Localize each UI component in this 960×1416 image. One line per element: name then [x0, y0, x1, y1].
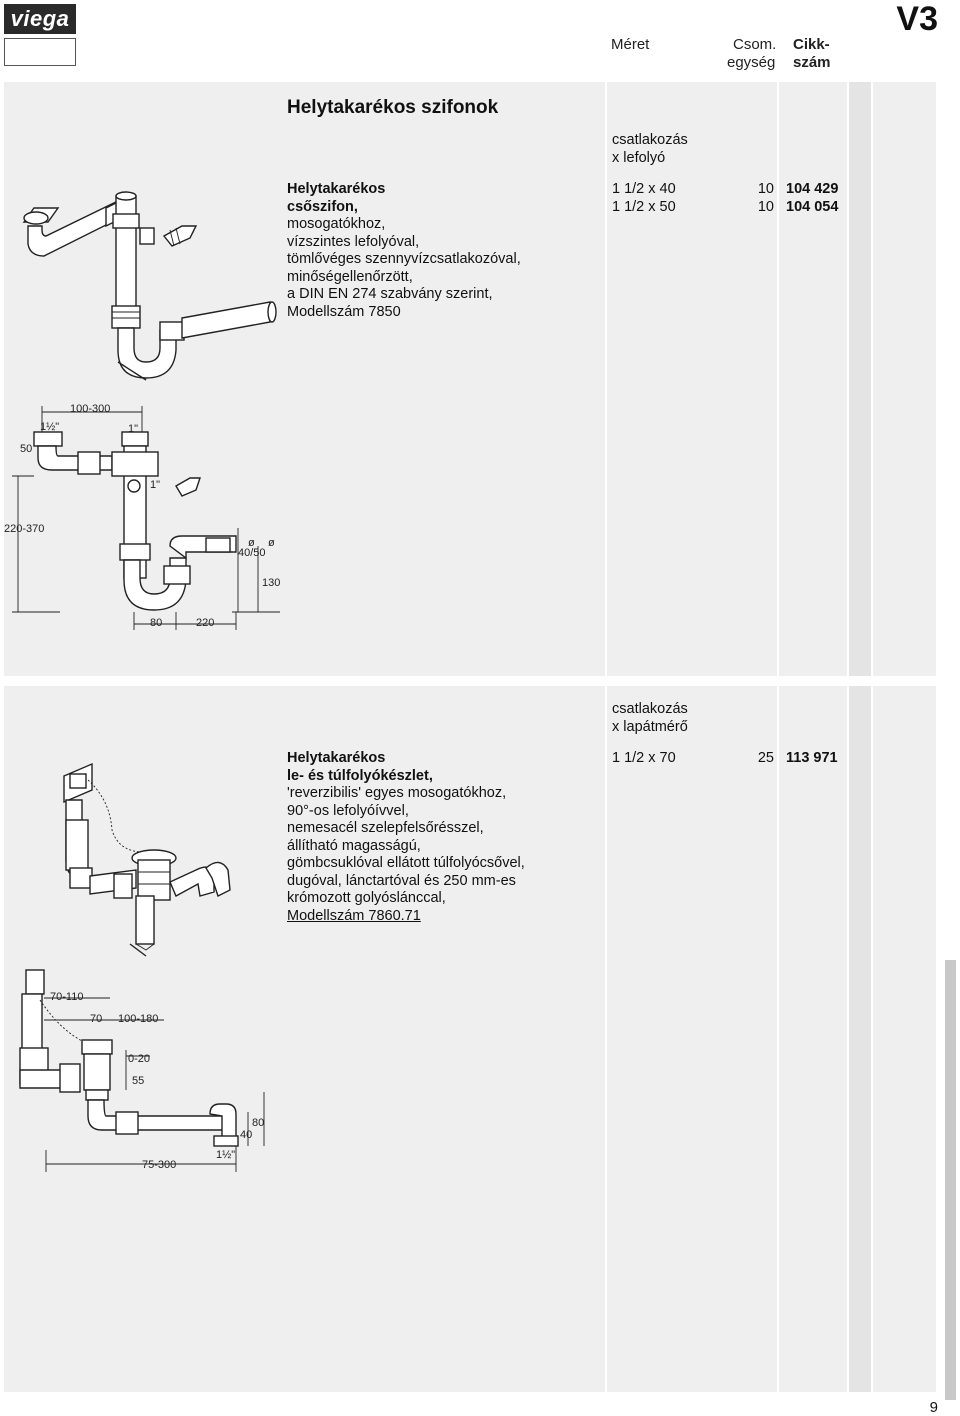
dim-label: ø — [268, 537, 275, 549]
column-header-connection: csatlakozás x lapátmérő — [612, 701, 688, 736]
product-name: Helytakarékos — [287, 750, 386, 766]
dim-label: 100-300 — [70, 403, 110, 415]
product-name: csőszifon, — [287, 198, 358, 215]
article-number: 104 429 — [786, 181, 839, 197]
chapter-tab — [945, 960, 956, 1400]
description-line: a DIN EN 274 szabvány szerint, — [287, 286, 493, 302]
description-line: tömlővéges szennyvízcsatlakozóval, — [287, 251, 521, 267]
column-divider — [871, 82, 873, 676]
page-code: V3 — [896, 0, 938, 38]
description-line: nemesacél szelepfelsőrésszel, — [287, 820, 484, 836]
section-title: Helytakarékos szifonok — [287, 97, 499, 118]
dim-label: 50 — [20, 443, 32, 455]
unit-cell: 10 — [757, 199, 774, 215]
header-meret: Méret — [611, 36, 650, 53]
dim-label: 80 — [252, 1117, 264, 1129]
size-cell: 1 1/2 x 70 — [612, 750, 676, 766]
dim-label: 100-180 — [118, 1013, 158, 1025]
description-line: 90°-os lefolyóívvel, — [287, 802, 409, 819]
page-number: 9 — [929, 1399, 938, 1416]
product-description-1: Helytakarékos csőszifon, mosogatókhoz, v… — [287, 181, 521, 321]
model-number: Modellszám 7860.71 — [287, 907, 421, 924]
description-line: minőségellenőrzött, — [287, 268, 413, 285]
description-line: állítható magasságú, — [287, 837, 421, 854]
product-description-2: Helytakarékos le- és túlfolyókészlet, 'r… — [287, 750, 525, 925]
column-header-line: x lefolyó — [612, 149, 666, 166]
size-cell: 1 1/2 x 40 — [612, 181, 676, 197]
dim-label: 220-370 — [4, 523, 44, 535]
model-number: Modellszám 7850 — [287, 303, 401, 320]
dim-label: 1½" — [216, 1149, 235, 1161]
column-header-line: csatlakozás — [612, 701, 688, 717]
column-divider — [777, 82, 779, 676]
product-name: le- és túlfolyókészlet, — [287, 767, 433, 784]
header-csom: Csom. — [733, 36, 777, 53]
description-line: gömbcsuklóval ellátott túlfolyócsővel, — [287, 855, 525, 871]
column-divider — [847, 82, 849, 676]
dim-label: 80 — [150, 617, 162, 629]
column-shade — [849, 686, 871, 1392]
dim-label: 0-20 — [128, 1053, 150, 1065]
article-number: 104 054 — [786, 199, 839, 215]
product-panel-1 — [4, 82, 936, 676]
header-egyseg: egység — [727, 54, 776, 71]
dim-label: 130 — [262, 577, 280, 589]
column-header-line: x lapátmérő — [612, 718, 688, 735]
unit-cell: 10 — [757, 181, 774, 197]
dim-label: 1½" — [40, 421, 59, 433]
column-shade — [849, 82, 871, 676]
column-header-line: csatlakozás — [612, 132, 688, 148]
header-cikk: Cikk- — [793, 36, 830, 53]
column-divider — [605, 686, 607, 1392]
column-divider — [871, 686, 873, 1392]
unit-cell: 25 — [757, 750, 774, 766]
dim-label: 1" — [128, 423, 138, 435]
description-line: 'reverzibilis' egyes mosogatókhoz, — [287, 785, 507, 801]
dim-label: 40/50 — [238, 547, 266, 559]
dim-label: 220 — [196, 617, 214, 629]
description-line: vízszintes lefolyóval, — [287, 233, 420, 250]
dim-label: 55 — [132, 1075, 144, 1087]
column-divider — [777, 686, 779, 1392]
dim-label: 75-300 — [142, 1159, 176, 1171]
size-cell: 1 1/2 x 50 — [612, 199, 676, 215]
header-szam: szám — [793, 54, 831, 71]
logo-placeholder-box — [4, 38, 76, 66]
dim-label: ø — [248, 537, 255, 549]
product-panel-2 — [4, 686, 936, 1392]
description-line: krómozott golyóslánccal, — [287, 890, 446, 906]
brand-logo — [4, 4, 76, 34]
column-divider — [847, 686, 849, 1392]
column-divider — [605, 82, 607, 676]
description-line: dugóval, lánctartóval és 250 mm-es — [287, 872, 516, 889]
dim-label: 70 — [90, 1013, 102, 1025]
description-line: mosogatókhoz, — [287, 216, 386, 232]
dim-label: 70-110 — [50, 991, 83, 1003]
article-number: 113 971 — [786, 750, 838, 766]
product-name: Helytakarékos — [287, 181, 386, 197]
brand-logo-text: viega — [10, 6, 70, 31]
dim-label: 40 — [240, 1129, 252, 1141]
dim-label: 1" — [150, 479, 160, 491]
column-header-connection: csatlakozás x lefolyó — [612, 132, 688, 167]
